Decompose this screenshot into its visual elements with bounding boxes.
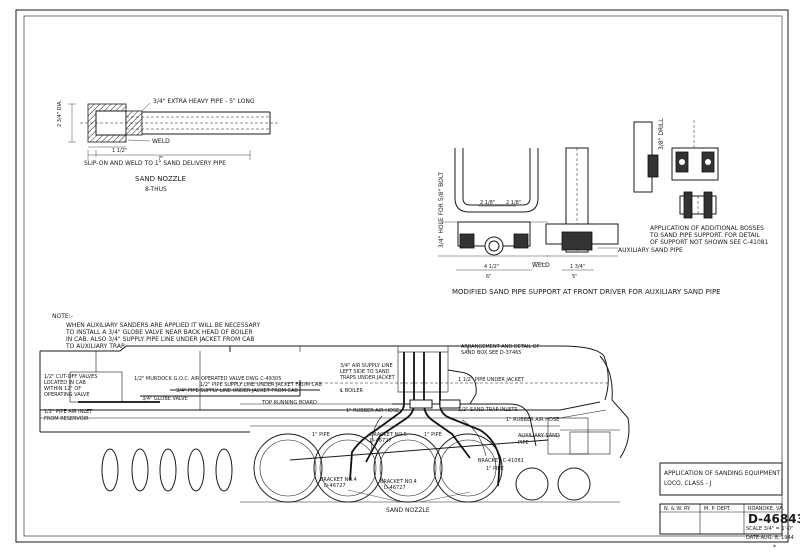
nozzle-collar xyxy=(125,110,143,136)
arrangement-1: ARRANGEMENT AND DETAIL OF xyxy=(461,344,540,350)
support-title: MODIFIED SAND PIPE SUPPORT AT FRONT DRIV… xyxy=(452,288,721,296)
bracket-5-2: D-46727 xyxy=(370,438,392,444)
drawing-number: D-46843 xyxy=(748,512,800,526)
bracket-b-2: D-46727 xyxy=(384,485,406,491)
svg-text:5": 5" xyxy=(572,274,577,280)
date-label: DATE AUG. 8, 1944 xyxy=(746,535,794,541)
supply-cab2-callout: 3/4" PIPE SUPPLY LINE UNDER JACKET FROM … xyxy=(176,388,298,394)
note-line-1: WHEN AUXILIARY SANDERS ARE APPLIED IT WI… xyxy=(66,322,260,329)
weld-label: WELD xyxy=(532,262,550,269)
bracket-c-callout: BRACKET C-41081 xyxy=(478,458,524,464)
svg-text:6": 6" xyxy=(486,274,491,280)
aux-sand-pipe-1: AUXILIARY SAND xyxy=(518,433,560,439)
rubber-hose-2-callout: 1" RUBBER AIR HOSE xyxy=(506,417,559,423)
boiler-callout: ℄ BOILER xyxy=(340,388,363,394)
arrangement-2: SAND BOX SEE D-37465 xyxy=(461,350,521,356)
boss-detail: 3/8" DRILL APPLICATION OF ADDITIONAL BOS… xyxy=(633,118,769,246)
note-line-3: IN CAB. ALSO 3/4" SUPPLY PIPE LINE UNDER… xyxy=(66,336,255,343)
locomotive-elevation: 1/2" CUT-OFF VALVES LOCATED IN CAB WITHI… xyxy=(39,344,630,514)
globe-valve-callout: 3/4" GLOBE VALVE xyxy=(142,396,188,402)
note-line-2: TO INSTALL A 3/4" GLOBE VALVE NEAR BACK … xyxy=(65,329,253,336)
svg-text:2 3/4" DIA.: 2 3/4" DIA. xyxy=(57,100,63,127)
place-label: ROANOKE, VA. xyxy=(748,506,784,512)
inlet-1: 1/2" PIPE AIR INLET xyxy=(44,409,93,415)
pipe-a-callout: 1" PIPE xyxy=(312,432,330,438)
aux-sand-pipe-2: PIPE xyxy=(518,440,529,446)
note-block: NOTE:- WHEN AUXILIARY SANDERS ARE APPLIE… xyxy=(52,313,260,350)
note-line-4: TO AUXILIARY TRAP. xyxy=(65,343,126,350)
sand-nozzle-title: SAND NOZZLE xyxy=(135,175,186,183)
cutoff-2: LOCATED IN CAB xyxy=(44,380,86,386)
support-side-view: 1 3/4" 5" AUXILIARY SAND PIPE xyxy=(545,147,683,280)
sand-pipe-1 xyxy=(349,352,405,481)
bracket-a-1: BRACKET NO.4 xyxy=(320,477,357,483)
note-heading: NOTE:- xyxy=(52,313,73,320)
nozzle-slip-callout: SLIP-ON AND WELD TO 1" SAND DELIVERY PIP… xyxy=(84,160,226,167)
bracket-a-2: D-46727 xyxy=(324,483,346,489)
inlet-2: FROM RESERVOIR xyxy=(44,416,89,422)
svg-text:2 1/8": 2 1/8" xyxy=(480,200,495,206)
cutoff-4: OPERATING VALVE xyxy=(44,392,89,398)
nozzle-pipe-callout: 3/4" EXTRA HEAVY PIPE - 5" LONG xyxy=(153,98,255,105)
bracket-b-1: BRACKET NO.4 xyxy=(380,479,417,485)
svg-text:2 1/8": 2 1/8" xyxy=(506,200,521,206)
svg-text:1 1/2": 1 1/2" xyxy=(112,148,127,154)
pipe-under-jacket-callout: 1 1/2" PIPE UNDER JACKET xyxy=(458,377,525,383)
bosses-note-2: TO SAND PIPE SUPPORT. FOR DETAIL xyxy=(649,232,760,239)
title-line-1: APPLICATION OF SANDING EQUIPMENT xyxy=(664,470,781,477)
rubber-hose-1-callout: 1" RUBBER AIR HOSE xyxy=(346,408,399,414)
svg-text:4 1/2": 4 1/2" xyxy=(484,264,499,270)
sand-nozzle-subtitle: 8-THUS xyxy=(145,186,167,193)
supply-cab-callout: 1/2" PIPE SUPPLY LINE UNDER JACKET FROM … xyxy=(200,382,322,388)
svg-text:1 3/4": 1 3/4" xyxy=(570,264,585,270)
title-line-2: LOCO. CLASS - J xyxy=(664,480,712,487)
nozzle-weld-callout: WELD xyxy=(152,138,170,145)
svg-text:7": 7" xyxy=(158,156,163,162)
cutoff-1: 1/2" CUT-OFF VALVES xyxy=(44,374,97,380)
murdock-callout: 1/2" MURDOCK G.O.C. AIR OPERATED VALVE D… xyxy=(134,376,281,382)
aux-sand-pipe-label: AUXILIARY SAND PIPE xyxy=(618,247,683,254)
drill-label: 3/8" DRILL xyxy=(658,118,665,150)
sand-nozzle-detail: 2 3/4" DIA. 1 1/2" 7" 3/4" EXTRA HEAVY P… xyxy=(57,98,280,193)
pipe-c-callout: 1" PIPE xyxy=(486,466,504,472)
inner-border xyxy=(23,15,783,537)
title-block: APPLICATION OF SANDING EQUIPMENT LOCO. C… xyxy=(659,462,800,541)
dept-label: M. P. DEPT. xyxy=(704,506,731,512)
outer-border xyxy=(15,9,789,543)
cutoff-3: WITHIN 12" OF xyxy=(44,386,81,392)
scale-label: SCALE 3/4" = 1'-0" xyxy=(746,526,793,532)
sand-nozzle-callout: SAND NOZZLE xyxy=(386,507,430,514)
running-board-callout: TOP RUNNING BOARD xyxy=(261,400,317,406)
hole-label: 3/4" HOLE FOR 5/8" BOLT xyxy=(438,172,445,248)
sand-trap-inlets-callout: 1/2" SAND TRAP INLETS xyxy=(458,407,518,413)
pipe-b-callout: 1" PIPE xyxy=(424,432,442,438)
sheet-mark: * xyxy=(773,544,776,551)
railway-label: N. & W. RY. xyxy=(664,506,691,512)
air-supply-2: LEFT SIDE TO SAND xyxy=(340,369,390,375)
air-supply-3: TRAPS UNDER JACKET xyxy=(339,375,396,381)
support-front-view: 2 1/8" 2 1/8" 4 1/2" 6" WELD 3/4" HOLE F… xyxy=(438,148,550,280)
bosses-note-3: OF SUPPORT NOT SHOWN SEE C-41081 xyxy=(650,239,769,246)
air-supply-1: 3/4" AIR SUPPLY LINE xyxy=(340,363,393,369)
bracket-5-1: BRACKET NO.5 xyxy=(370,432,407,438)
bosses-note-1: APPLICATION OF ADDITIONAL BOSSES xyxy=(650,225,764,232)
